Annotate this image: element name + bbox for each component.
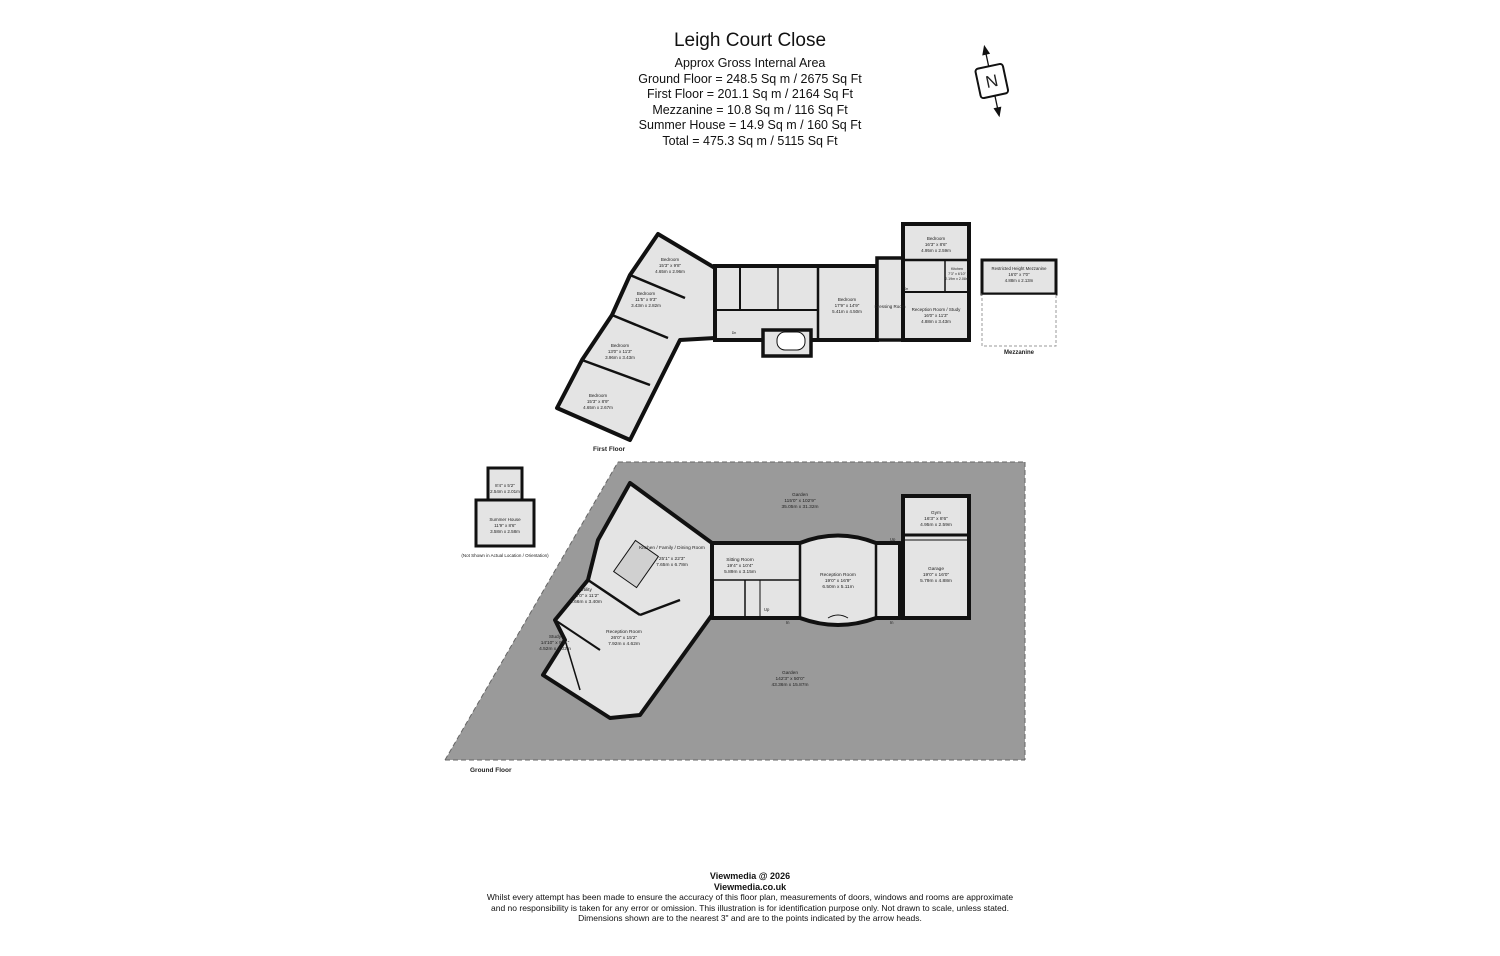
ff-bedroom-4-name: Bedroom (589, 393, 608, 398)
ground-floor-main-block (710, 533, 902, 627)
gym-metric: 4.95m x 2.59m (920, 522, 952, 528)
garden-front-name: Garden (782, 670, 798, 676)
sitting-room-imperial: 19'4" x 10'4" (727, 563, 754, 569)
garage-metric: 5.79m x 4.88m (920, 578, 952, 584)
ff-kitchen-name: Kitchen (951, 267, 963, 271)
study-metric: 4.52m x 3.02m (539, 646, 571, 652)
area-ground-floor: Ground Floor = 248.5 Sq m / 2675 Sq Ft (638, 71, 862, 86)
kitchen-name: Kitchen / Family / Dining Room (639, 545, 705, 551)
sitting-room-name: Sitting Room (726, 557, 753, 563)
reception-room-2-imperial: 26'0" x 15'2" (611, 635, 638, 641)
sitting-room-metric: 5.89m x 3.15m (724, 569, 756, 575)
ff-bedroom-4-metric: 4.65m x 2.67m (583, 405, 613, 410)
ff-bedroom-1-imperial: 15'3" x 9'8" (659, 263, 682, 268)
mezzanine-room-metric: 4.88m x 2.13m (1005, 278, 1034, 283)
footer-copyright: Viewmedia @ 2026 (709, 871, 791, 881)
ff-study-name: Reception Room / Study (912, 307, 962, 312)
garden-front-imperial: 142'3" x 50'0" (776, 676, 805, 682)
ff-bedroom-6-imperial: 16'3" x 8'6" (925, 242, 948, 247)
ff-kitchen-imperial: 7'3" x 6'10" (948, 272, 966, 276)
kitchen-metric: 7.65m x 6.78m (656, 562, 688, 568)
garage-imperial: 19'0" x 16'0" (923, 572, 950, 578)
entrance-label-1: In (786, 620, 790, 625)
garden-front-metric: 43.36m x 15.87m (771, 682, 808, 688)
garden-rear-metric: 35.05m x 31.32m (781, 504, 818, 510)
summer-house-name: Summer House (489, 517, 521, 522)
stairs-down-label-1: Dn (732, 331, 737, 335)
summer-house-imperial: 11'9" x 8'6" (494, 523, 516, 528)
reception-room-name: Reception Room (820, 572, 856, 578)
summer-house-plan (474, 466, 536, 548)
north-compass-icon: N (974, 44, 1010, 118)
summer-house-store-imperial: 8'4" x 5'2" (495, 483, 515, 488)
compass-letter: N (984, 71, 1000, 92)
stairs-down-label-2: Dn (904, 287, 909, 291)
stairs-up-label-1: Up (764, 607, 770, 612)
entrance-label-2: In (890, 620, 894, 625)
ff-bedroom-3-metric: 3.96m x 3.43m (605, 355, 635, 360)
mezzanine-label: Mezzanine (1004, 350, 1035, 356)
area-heading: Approx Gross Internal Area (674, 56, 826, 70)
ff-bedroom-3-imperial: 13'0" x 11'3" (608, 349, 633, 354)
footer-disclaimer-3: Dimensions shown are to the nearest 3" a… (578, 913, 922, 923)
garden-rear-name: Garden (792, 492, 808, 498)
study-name: Study (549, 634, 562, 640)
reception-room-metric: 6.50m x 5.11m (822, 584, 853, 590)
ff-bedroom-2-name: Bedroom (637, 291, 656, 296)
first-floor-plan (555, 222, 971, 442)
first-floor-label: First Floor (593, 446, 626, 453)
utility-metric: 3.66m x 3.40m (570, 599, 602, 605)
ff-bedroom-5-imperial: 17'9" x 14'9" (835, 303, 860, 308)
summer-house-metric: 3.58m x 2.58m (490, 529, 520, 534)
area-summer-house: Summer House = 14.9 Sq m / 160 Sq Ft (638, 118, 862, 132)
property-title: Leigh Court Close (673, 30, 827, 51)
footer-disclaimer-1: Whilst every attempt has been made to en… (486, 892, 1014, 902)
kitchen-imperial: 25'1" x 22'3" (659, 556, 686, 562)
mezzanine-room-name: Restricted Height Mezzanine (992, 266, 1048, 271)
ff-study-metric: 4.88m x 3.43m (921, 319, 951, 324)
summer-house-note: (Not Shown in Actual Location / Orientat… (461, 553, 549, 558)
study-imperial: 14'10" x 9'11" (541, 640, 570, 646)
summer-house-store-metric: 2.54m x 2.01m (490, 489, 520, 494)
ff-bedroom-2-imperial: 11'5" x 9'3" (635, 297, 657, 302)
stairs-up-label-2: Up (890, 537, 896, 542)
first-floor-wing (555, 232, 717, 442)
dressing-room-name: Dressing Room (874, 304, 905, 309)
ground-floor-plan (541, 481, 971, 720)
ff-bedroom-1-metric: 4.65m x 2.96m (655, 269, 685, 274)
reception-room-2-name: Reception Room (606, 629, 642, 635)
footer-disclaimer-2: and no responsibility is taken for any e… (491, 902, 1009, 913)
mezzanine-room-imperial: 16'0" x 7'0" (1008, 272, 1030, 277)
gym-garage-block (901, 494, 971, 620)
area-mezzanine: Mezzanine = 10.8 Sq m / 116 Sq Ft (652, 102, 848, 117)
reception-room-2-metric: 7.92m x 4.62m (608, 641, 640, 647)
area-first-floor: First Floor = 201.1 Sq m / 2164 Sq Ft (647, 87, 853, 101)
plan-footer: Viewmedia @ 2026 Viewmedia.co.uk Whilst … (0, 871, 1500, 924)
utility-name: Utility (580, 587, 592, 593)
ff-bedroom-2-metric: 3.43m x 2.82m (631, 303, 661, 308)
ff-study-imperial: 16'0" x 11'3" (924, 313, 949, 318)
ff-bedroom-4-imperial: 15'3" x 8'9" (587, 399, 610, 404)
gym-imperial: 16'3" x 8'6" (924, 516, 948, 522)
ground-floor-label: Ground Floor (470, 767, 512, 774)
area-total: Total = 475.3 Sq m / 5115 Sq Ft (662, 133, 838, 148)
mezzanine-plan (980, 258, 1058, 347)
ff-bedroom-5-metric: 5.41m x 4.50m (832, 309, 862, 314)
ff-bedroom-6-name: Bedroom (927, 236, 946, 241)
utility-imperial: 12'0" x 11'2" (573, 593, 599, 599)
ff-bedroom-6-metric: 4.95m x 2.59m (921, 248, 951, 253)
ff-bedroom-1-name: Bedroom (661, 257, 680, 262)
ff-bedroom-3-name: Bedroom (611, 343, 630, 348)
garden-rear-imperial: 115'0" x 102'9" (784, 498, 816, 504)
plan-header: Leigh Court Close Approx Gross Internal … (0, 30, 1500, 149)
ff-bedroom-5-name: Bedroom (838, 297, 857, 302)
garage-name: Garage (928, 566, 944, 572)
footer-website: Viewmedia.co.uk (713, 881, 787, 892)
first-floor-main-block (713, 264, 879, 342)
ff-kitchen-metric: 2.19m x 2.08m (945, 277, 969, 281)
gym-name: Gym (931, 510, 941, 516)
reception-room-imperial: 19'0" x 16'9" (825, 578, 852, 584)
